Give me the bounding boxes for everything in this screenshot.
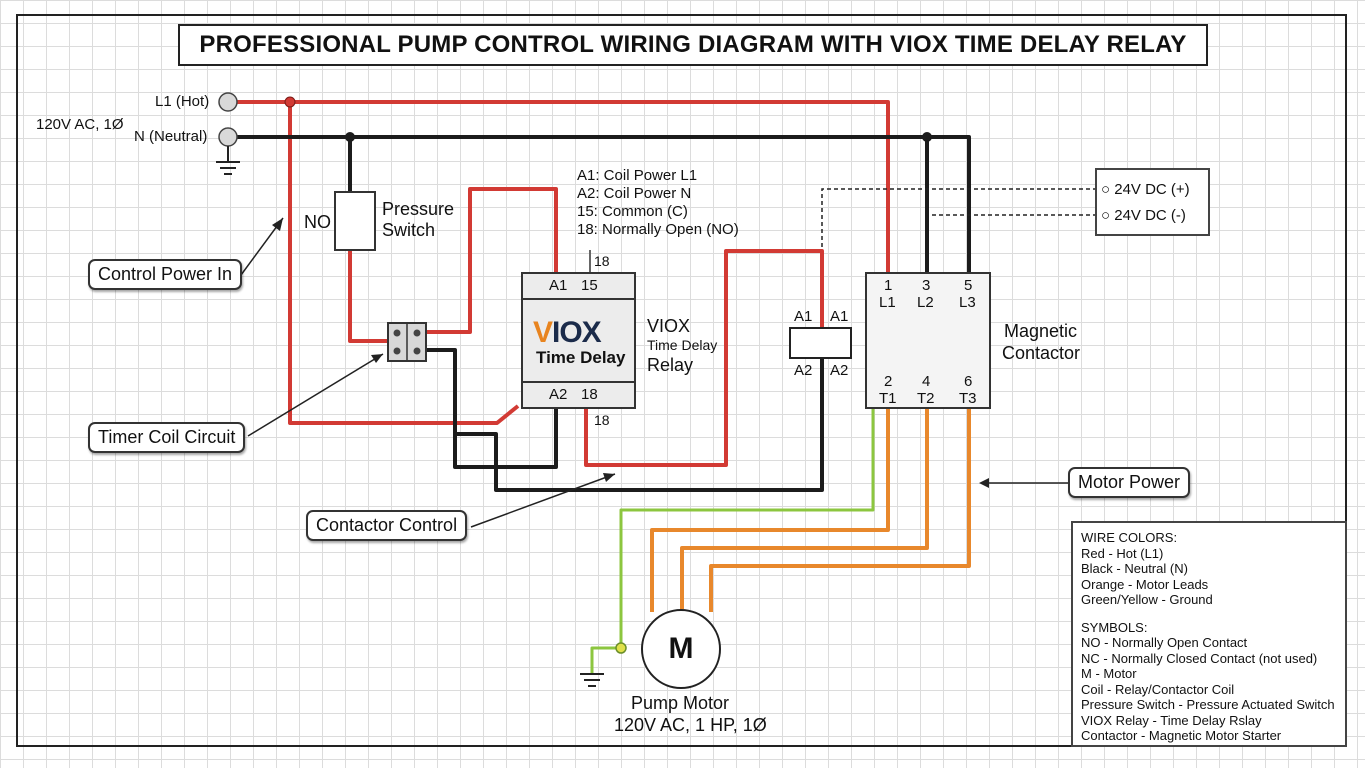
contactor-line-terminal: L3 — [959, 294, 976, 311]
hot-junction-dot — [284, 96, 296, 108]
contactor-label-1: Magnetic — [1004, 321, 1078, 341]
pressure-switch-no-label: NO — [304, 212, 331, 232]
relay-pin-note: A2: Coil Power N — [577, 185, 692, 202]
contactor-load-terminal: T1 — [879, 390, 897, 407]
callout-contactor-control: Contactor Control — [306, 510, 468, 541]
relay-a2-terminal: A2 — [549, 386, 568, 403]
motor-lead-wires — [650, 409, 971, 612]
arrow-heads — [272, 218, 989, 488]
legend-item: Black - Neutral (N) — [1081, 561, 1188, 576]
legend-item: Pressure Switch - Pressure Actuated Swit… — [1081, 697, 1335, 712]
contactor-terminal-number: 2 — [884, 373, 893, 390]
callout-control-power: Control Power In — [88, 259, 243, 290]
diagram-frame — [16, 14, 1347, 747]
t2-motor-lead — [680, 409, 929, 609]
legend-wire-heading: WIRE COLORS: — [1081, 530, 1178, 545]
hot-bus-wire — [237, 100, 890, 275]
coil-a1-right-label: A1 — [830, 308, 849, 325]
legend: WIRE COLORS: Red - Hot (L1) Black - Neut… — [1071, 521, 1347, 747]
callout-timer-coil: Timer Coil Circuit — [88, 422, 246, 453]
relay-pin-note: A1: Coil Power L1 — [577, 167, 698, 184]
legend-item: NO - Normally Open Contact — [1081, 635, 1248, 650]
motor-symbol: M — [668, 632, 694, 665]
relay-18-terminal: 18 — [581, 386, 598, 403]
coil-a1-left-label: A1 — [794, 308, 813, 325]
legend-item: M - Motor — [1081, 666, 1137, 681]
hot-to-timer-coil-wire — [288, 102, 520, 425]
l1-terminal — [218, 92, 238, 112]
legend-symbol-heading: SYMBOLS: — [1081, 619, 1148, 635]
contactor-terminal-number: 6 — [964, 373, 973, 390]
legend-item: Contactor - Magnetic Motor Starter — [1081, 728, 1282, 743]
pressure-switch-to-terminal-wire — [348, 251, 389, 343]
motor-ground-icon — [580, 673, 604, 687]
t1-motor-lead — [650, 409, 890, 612]
hot-wires — [237, 100, 890, 467]
dc-control-wires — [821, 188, 1097, 247]
legend-item: Red - Hot (L1) — [1081, 545, 1164, 561]
relay-side-label-2: Time Delay — [647, 337, 718, 353]
dc-supply-box: ○ 24V DC (+) ○ 24V DC (-) — [1095, 168, 1210, 236]
legend-item: VIOX Relay - Time Delay Rslay — [1081, 712, 1262, 728]
dc-positive-terminal: ○ 24V DC (+) — [1101, 181, 1190, 198]
contactor-load-terminal: T3 — [959, 390, 977, 407]
supply-ground-icon — [216, 146, 240, 175]
contactor-terminal-number: 1 — [884, 277, 893, 294]
contactor-coil — [789, 327, 852, 359]
pressure-switch-label-2: Switch — [382, 220, 436, 240]
relay-18-to-coil-wire — [584, 249, 824, 467]
contactor-terminal-number: 5 — [964, 277, 973, 294]
n-terminal — [218, 127, 238, 147]
relay-side-label-3: Relay — [647, 355, 694, 375]
pressure-switch — [334, 191, 376, 251]
neutral-junction-dot-1 — [345, 132, 355, 142]
pressure-switch-label-1: Pressure — [382, 199, 455, 219]
terminal-to-relay-a2-wire — [426, 348, 558, 469]
contactor-line-terminal: L1 — [879, 294, 896, 311]
neutral-bus-wire — [237, 135, 971, 275]
diagram-title: PROFESSIONAL PUMP CONTROL WIRING DIAGRAM… — [178, 24, 1208, 66]
relay-15-terminal: 15 — [581, 277, 598, 294]
relay-side-label-1: VIOX — [647, 316, 691, 336]
l1-label: L1 (Hot) — [155, 93, 210, 110]
legend-item: Coil - Relay/Contactor Coil — [1081, 681, 1235, 697]
viox-logo: VIOX — [533, 316, 602, 349]
relay-top-terminal-row: A1 15 — [523, 274, 634, 300]
contactor-label-2: Contactor — [1002, 343, 1081, 363]
magnetic-contactor: 1 3 5 L1 L2 L3 2 4 6 T1 T2 T3 — [865, 272, 991, 409]
neutral-label: N (Neutral) — [134, 128, 208, 145]
relay-pin-18-top-label: 18 — [594, 253, 610, 269]
legend-item: Green/Yellow - Ground — [1081, 592, 1213, 607]
relay-pin-note: 18: Normally Open (NO) — [577, 221, 739, 238]
relay-pin-18-bottom-label: 18 — [594, 412, 610, 428]
relay-pin-note: 15: Common (C) — [577, 203, 688, 220]
contactor-terminal-number: 3 — [922, 277, 931, 294]
terminal-to-relay-a1-wire — [426, 187, 558, 334]
ground-wire — [590, 409, 875, 674]
coil-a2-left-label: A2 — [794, 362, 813, 379]
pump-motor: M — [641, 609, 721, 689]
supply-voltage-label: 120V AC, 1Ø — [36, 116, 124, 133]
t3-motor-lead — [709, 409, 971, 612]
relay-a1-terminal: A1 — [549, 277, 568, 294]
legend-item: Orange - Motor Leads — [1081, 576, 1209, 592]
relay-inner-label: Time Delay — [536, 348, 626, 367]
coil-a2-return-wire — [455, 359, 824, 492]
coil-a2-right-label: A2 — [830, 362, 849, 379]
dc-negative-terminal: ○ 24V DC (-) — [1101, 207, 1186, 224]
ground-junction-dot — [615, 642, 627, 654]
contactor-terminal-number: 4 — [922, 373, 931, 390]
neutral-junction-dot-2 — [922, 132, 932, 142]
legend-item: NC - Normally Closed Contact (not used) — [1081, 650, 1318, 666]
motor-label-1: Pump Motor — [631, 693, 730, 713]
contactor-line-terminal: L2 — [917, 294, 934, 311]
viox-time-delay-relay: A1 15 VIOX Time Delay A2 18 — [521, 272, 636, 409]
relay-bottom-terminal-row: A2 18 — [523, 381, 634, 407]
terminal-block-icon — [387, 322, 427, 362]
motor-label-2: 120V AC, 1 HP, 1Ø — [614, 715, 767, 735]
contactor-load-terminal: T2 — [917, 390, 935, 407]
callout-motor-power: Motor Power — [1068, 467, 1191, 498]
neutral-wires — [237, 135, 971, 492]
